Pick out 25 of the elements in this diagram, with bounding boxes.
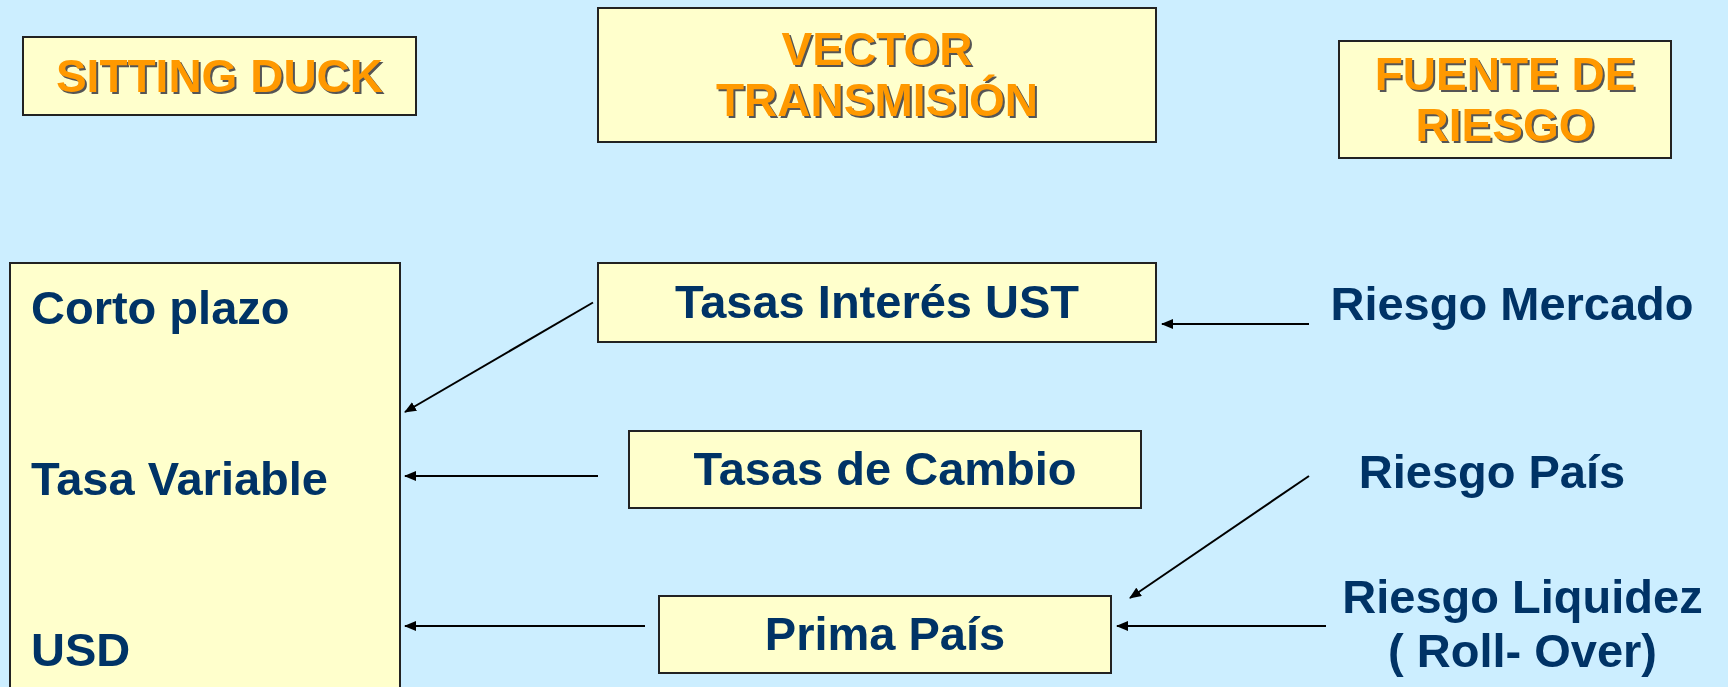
arrow [1116,621,1327,631]
header-text: FUENTE DE RIESGO [1373,48,1637,151]
list-box [9,262,401,687]
arrow [1129,475,1310,599]
list-item: USD [31,622,131,677]
list-item: Tasa Variable [31,451,328,506]
header-box [1338,40,1672,159]
list-item: Corto plazo [31,280,290,335]
source-label: Riesgo País [1358,444,1626,499]
header-box [22,36,417,116]
process-box [658,595,1112,674]
box-label: Prima País [764,607,1006,662]
process-box [628,430,1142,509]
box-label: Tasas Interés UST [675,275,1079,330]
arrow [404,621,646,631]
header-text: SITTING DUCK [55,50,384,102]
box-label: Tasas de Cambio [693,442,1077,497]
arrow [404,471,599,481]
header-box [597,7,1157,143]
arrow [1161,319,1310,329]
source-label: Riesgo Liquidez ( Roll- Over) [1341,569,1704,679]
source-label: Riesgo Mercado [1330,276,1694,331]
process-box [597,262,1157,343]
arrow [404,301,594,413]
header-text: VECTOR TRANSMISIÓN [715,24,1039,126]
